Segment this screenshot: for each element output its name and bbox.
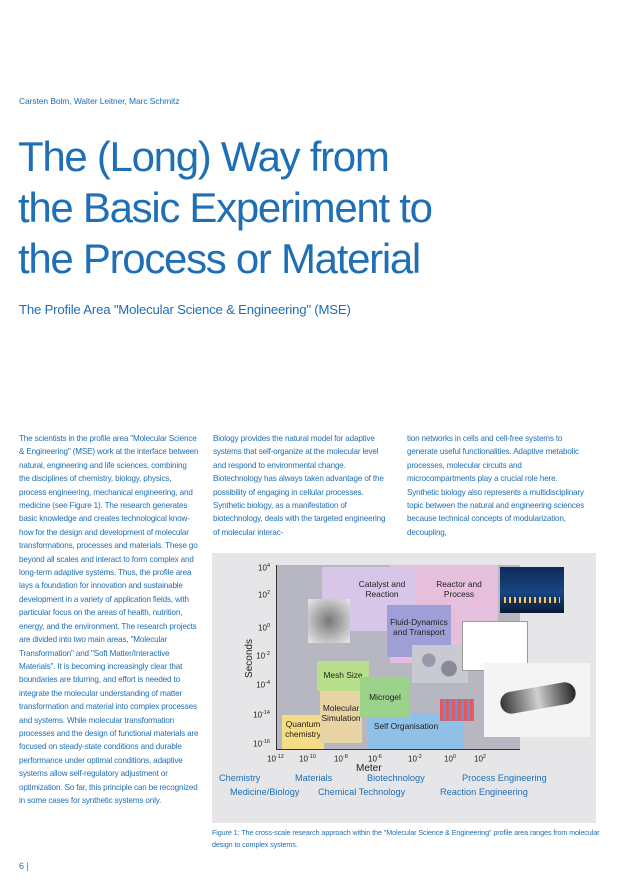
region-label: Self Organisation xyxy=(373,721,439,731)
x-tick: 10-12 xyxy=(267,754,284,764)
text-column-1: The scientists in the profile area "Mole… xyxy=(19,432,199,807)
y-axis-label: Seconds xyxy=(243,639,255,678)
y-tick: 10-16 xyxy=(253,739,270,749)
region-label: Fluid-Dynamics and Transport xyxy=(390,617,448,637)
y-tick: 100 xyxy=(258,623,270,633)
tube-image xyxy=(484,663,590,737)
y-tick: 104 xyxy=(258,563,270,573)
region-label: Microgel xyxy=(369,692,401,702)
region-label: Molecular Simulation xyxy=(321,703,361,723)
x-axis xyxy=(276,749,520,750)
x-tick: 10-8 xyxy=(334,754,348,764)
y-axis xyxy=(276,565,277,750)
text-column-3: tion networks in cells and cell-free sys… xyxy=(407,432,587,539)
paragraph: The scientists in the profile area "Mole… xyxy=(19,434,199,805)
subtitle: The Profile Area "Molecular Science & En… xyxy=(19,302,351,317)
paragraph: Biology provides the natural model for a… xyxy=(213,434,386,537)
x-axis-label: Meter xyxy=(356,763,382,774)
legend-medicine-biology: Medicine/Biology xyxy=(230,787,300,797)
x-tick: 10-10 xyxy=(299,754,316,764)
particles-image xyxy=(412,645,468,683)
x-tick: 102 xyxy=(474,754,486,764)
region-label: Catalyst and Reaction xyxy=(358,579,406,599)
y-tick: 10-2 xyxy=(256,651,270,661)
legend-chemistry: Chemistry xyxy=(219,773,261,783)
region-molecular-simulation: Molecular Simulation xyxy=(320,691,362,743)
membrane-image xyxy=(440,699,474,721)
region-label: Reactor and Process xyxy=(436,579,482,599)
text-column-2: Biology provides the natural model for a… xyxy=(213,432,393,539)
x-tick: 10-6 xyxy=(368,754,382,764)
y-tick: 10-14 xyxy=(253,710,270,720)
region-quantum-chemistry: Quantum chemistry xyxy=(282,715,324,749)
legend-biotechnology: Biotechnology xyxy=(367,773,425,783)
page-number: 6 | xyxy=(19,861,29,871)
figure-caption: Figure 1: The cross-scale research appro… xyxy=(212,828,600,849)
x-tick: 10-2 xyxy=(408,754,422,764)
factory-image xyxy=(500,567,564,613)
molecule-image xyxy=(308,599,350,643)
article-title: The (Long) Way from the Basic Experiment… xyxy=(18,131,608,284)
region-microgel: Microgel xyxy=(360,677,410,717)
title-line: the Basic Experiment to xyxy=(18,184,433,231)
legend-reaction-engineering: Reaction Engineering xyxy=(440,787,528,797)
y-tick: 10-4 xyxy=(256,680,270,690)
legend-materials: Materials xyxy=(295,773,333,783)
region-label: Quantum chemistry xyxy=(285,719,321,739)
figure-1: Reactor and Process Catalyst and Reactio… xyxy=(212,553,596,823)
title-line: The (Long) Way from xyxy=(18,133,390,180)
authors: Carsten Bolm, Walter Leitner, Marc Schmi… xyxy=(19,96,180,106)
legend-chemical-technology: Chemical Technology xyxy=(318,787,406,797)
paragraph: tion networks in cells and cell-free sys… xyxy=(407,434,584,537)
y-tick: 102 xyxy=(258,590,270,600)
x-tick: 100 xyxy=(444,754,456,764)
region-label: Mesh Size xyxy=(323,670,363,680)
title-line: the Process or Material xyxy=(18,235,421,282)
legend-process-engineering: Process Engineering xyxy=(462,773,547,783)
